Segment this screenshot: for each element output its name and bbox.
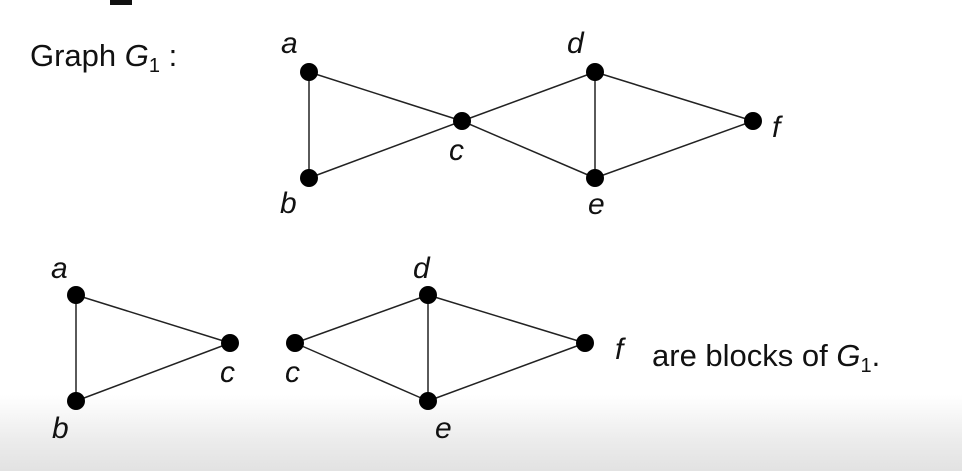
caption-blocks: are blocks of G1. [652, 338, 881, 377]
vertex-f [576, 334, 594, 352]
edge-a-c [75, 294, 231, 344]
vertex-label-c: c [285, 356, 300, 389]
top-mark [110, 0, 132, 5]
edge-b-c [75, 342, 231, 402]
vertex-label-c: c [220, 356, 235, 389]
vertex-label-a: a [281, 27, 298, 60]
edge-c-d [294, 294, 429, 344]
edge-e-f [594, 120, 754, 179]
vertex-a [67, 286, 85, 304]
edge-a-c [308, 71, 463, 122]
vertex-label-b: b [280, 187, 297, 220]
edge-c-e [294, 342, 429, 402]
edge-d-f [427, 294, 586, 344]
graph-subscript: 1 [860, 355, 872, 377]
vertex-d [586, 63, 604, 81]
vertex-d [419, 286, 437, 304]
caption-prefix: are blocks of [652, 338, 837, 373]
vertex-label-c: c [449, 134, 464, 167]
graph-name: G1 [836, 338, 871, 377]
vertex-label-a: a [51, 252, 68, 285]
graph-letter: G [836, 338, 861, 373]
vertex-label-f: f [772, 111, 783, 144]
caption-prefix: Graph [30, 38, 125, 73]
vertex-label-e: e [435, 412, 452, 445]
graph-letter: G [124, 38, 149, 73]
graph-name: G1 [124, 38, 160, 77]
caption-suffix: : [160, 38, 178, 73]
vertex-label-d: d [567, 27, 585, 60]
vertex-c [221, 334, 239, 352]
graph-subscript: 1 [148, 55, 161, 77]
graph-g1: a b c d e f [280, 27, 783, 221]
caption-graph-g1: Graph G1 : [30, 38, 178, 77]
edge-b-c [308, 120, 463, 179]
vertex-label-d: d [413, 252, 431, 285]
vertex-f [744, 112, 762, 130]
vertex-label-f: f [615, 333, 626, 366]
edge-d-f [594, 71, 754, 122]
vertex-a [300, 63, 318, 81]
block-2: c d e f [285, 252, 626, 445]
edge-e-f [427, 342, 586, 402]
vertex-b [300, 169, 318, 187]
vertex-label-b: b [52, 412, 69, 445]
edge-c-e [461, 120, 596, 179]
block-1: a b c [51, 252, 239, 445]
vertex-e [586, 169, 604, 187]
vertex-e [419, 392, 437, 410]
vertex-c [453, 112, 471, 130]
vertex-b [67, 392, 85, 410]
caption-suffix: . [871, 338, 881, 373]
edge-c-d [461, 71, 596, 122]
vertex-label-e: e [588, 188, 605, 221]
vertex-c [286, 334, 304, 352]
